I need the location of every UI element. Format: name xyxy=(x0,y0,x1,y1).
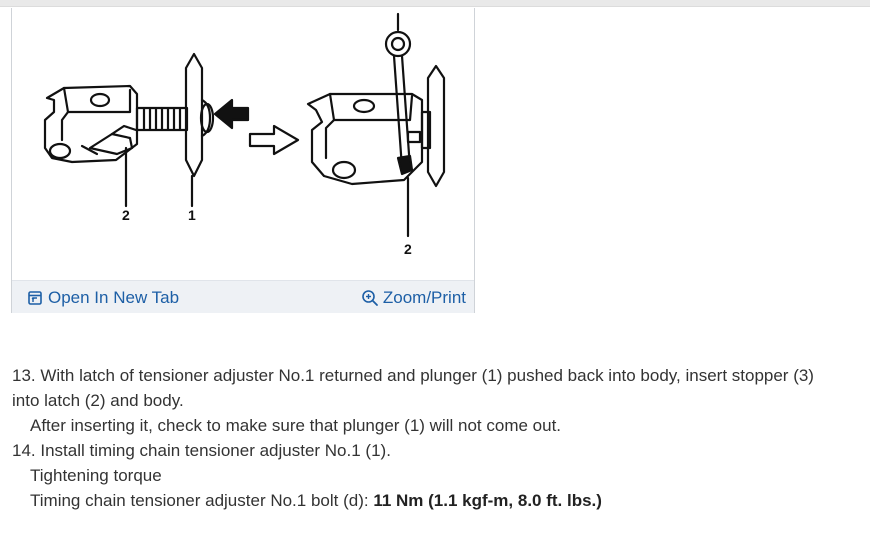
zoom-print-link[interactable]: Zoom/Print xyxy=(361,288,466,308)
torque-item-label: Timing chain tensioner adjuster No.1 bol… xyxy=(30,491,374,510)
step-13-line-2: into latch (2) and body. xyxy=(12,391,184,410)
figure-card: 2 1 2 Open In New Tab Zoom/Print xyxy=(11,8,475,313)
open-new-tab-icon xyxy=(28,291,42,305)
step-13-note: After inserting it, check to make sure t… xyxy=(30,416,562,435)
step-14: 14. Install timing chain tensioner adjus… xyxy=(12,441,391,460)
open-in-new-tab-link[interactable]: Open In New Tab xyxy=(28,288,179,308)
zoom-print-label: Zoom/Print xyxy=(382,288,466,307)
top-bar xyxy=(0,0,870,7)
open-in-new-tab-label: Open In New Tab xyxy=(48,288,180,307)
tensioner-diagram[interactable]: 2 1 2 xyxy=(12,8,474,280)
figure-footer: Open In New Tab Zoom/Print xyxy=(12,280,474,313)
callout-1-left: 1 xyxy=(188,207,196,223)
callout-2-right: 2 xyxy=(404,241,412,257)
step-13-line-1: 13. With latch of tensioner adjuster No.… xyxy=(12,366,814,385)
tensioner-diagram-svg: 2 1 2 xyxy=(43,12,446,257)
torque-value: 11 Nm (1.1 kgf-m, 8.0 ft. lbs.) xyxy=(373,491,602,510)
callout-2-left: 2 xyxy=(122,207,130,223)
instruction-steps: 13. With latch of tensioner adjuster No.… xyxy=(12,363,862,513)
torque-spec: Timing chain tensioner adjuster No.1 bol… xyxy=(12,488,862,513)
zoom-in-icon xyxy=(362,290,378,306)
torque-heading: Tightening torque xyxy=(30,466,162,485)
